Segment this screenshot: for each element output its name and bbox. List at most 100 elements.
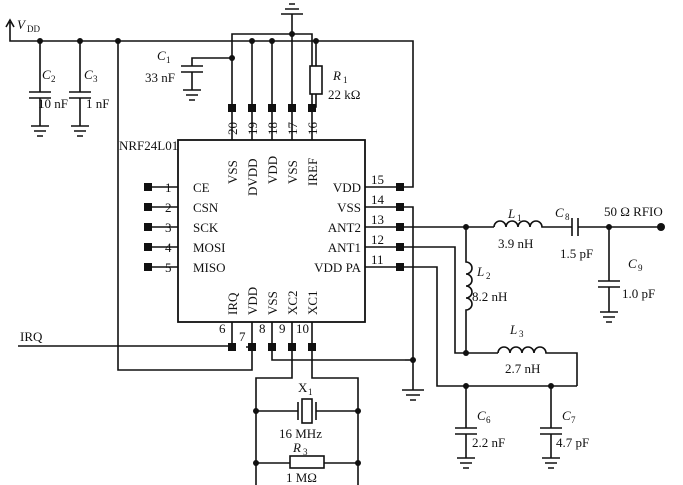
pin14-num: 14 xyxy=(371,192,385,207)
pin13-num: 13 xyxy=(371,212,384,227)
c8-ref: C xyxy=(555,205,564,220)
c1-ref-sub: 1 xyxy=(166,55,171,65)
top-pins: 20 19 18 17 16 VSS DVDD VDD VSS IREF xyxy=(225,104,320,196)
c9-ref-sub: 9 xyxy=(638,263,643,273)
pin4-num: 4 xyxy=(165,240,172,255)
pin3-name: SCK xyxy=(193,220,219,235)
pin2-num: 2 xyxy=(165,200,172,215)
pin9-num: 9 xyxy=(279,321,286,336)
c6-ref: C xyxy=(477,408,486,423)
c2-ref-sub: 2 xyxy=(51,74,56,84)
pin10-name: XC1 xyxy=(305,290,320,315)
left-pins: 1 2 3 4 5 CE CSN SCK MOSI MISO xyxy=(144,180,226,275)
pin11-name: VDD PA xyxy=(314,260,361,275)
pin5-num: 5 xyxy=(165,260,172,275)
pin6-name: IRQ xyxy=(225,292,240,315)
capacitor-c3: C 3 1 nF xyxy=(69,41,109,137)
rfio-label: 50 Ω RFIO xyxy=(604,204,663,219)
c3-ref: C xyxy=(84,67,93,82)
r1-ref-sub: 1 xyxy=(343,75,348,85)
pin2-name: CSN xyxy=(193,200,219,215)
vdd-rail xyxy=(9,38,414,188)
r3-ref: R xyxy=(292,440,301,455)
pin8-name: VSS xyxy=(265,291,280,315)
inductor-l1: L 1 3.9 nH xyxy=(493,206,572,251)
c6-value: 2.2 nF xyxy=(472,435,505,450)
pin16-name: IREF xyxy=(305,158,320,186)
pin4-name: MOSI xyxy=(193,240,226,255)
pin3-num: 3 xyxy=(165,220,172,235)
pin9-name: XC2 xyxy=(285,290,300,315)
pin18-name: VDD xyxy=(265,156,280,184)
pin14-gnd xyxy=(402,206,424,401)
l2-ref: L xyxy=(476,264,484,279)
pin6-num: 6 xyxy=(219,321,226,336)
pin18-num: 18 xyxy=(265,122,280,135)
vdd-label-sub: DD xyxy=(27,24,40,34)
pin8-num: 8 xyxy=(259,321,266,336)
c9-value: 1.0 pF xyxy=(622,286,655,301)
capacitor-c6: C 6 2.2 nF xyxy=(455,386,505,469)
capacitor-c8: C 8 1.5 pF xyxy=(555,205,660,261)
x1-ref: X xyxy=(298,380,308,395)
resistor-r1: R 1 22 kΩ xyxy=(309,38,360,108)
l2-value: 8.2 nH xyxy=(472,289,507,304)
capacitor-c7: C 7 4.7 pF xyxy=(540,386,589,469)
c3-value: 1 nF xyxy=(86,96,109,111)
pin5-name: MISO xyxy=(193,260,226,275)
capacitor-c1: C 1 33 nF xyxy=(145,48,235,101)
rfio-terminal xyxy=(657,223,665,231)
c1-ref: C xyxy=(157,48,166,63)
r1-value: 22 kΩ xyxy=(328,87,360,102)
pin19-name: DVDD xyxy=(245,158,260,196)
pin12-name: ANT1 xyxy=(328,240,361,255)
pin17-name: VSS xyxy=(285,160,300,184)
c1-value: 33 nF xyxy=(145,70,175,85)
l3-ref-sub: 3 xyxy=(519,329,524,339)
crystal-network: X 1 16 MHz R 3 1 MΩ xyxy=(253,347,361,485)
l1-ref-sub: 1 xyxy=(517,213,522,223)
top-vdd-wires xyxy=(251,41,273,107)
pin20-num: 20 xyxy=(225,122,240,135)
l1-ref: L xyxy=(507,206,515,221)
capacitor-c2: C 2 10 nF xyxy=(29,41,68,137)
pin15-num: 15 xyxy=(371,172,384,187)
x1-ref-sub: 1 xyxy=(308,387,313,397)
l1-value: 3.9 nH xyxy=(498,236,533,251)
capacitor-c9: C 9 1.0 pF xyxy=(598,227,655,323)
c9-ref: C xyxy=(628,256,637,271)
pin12-num: 12 xyxy=(371,232,384,247)
pin15-name: VDD xyxy=(333,180,361,195)
vdd-symbol: V DD xyxy=(5,17,40,38)
l2-ref-sub: 2 xyxy=(486,271,491,281)
r1-ref: R xyxy=(332,68,341,83)
l3-value: 2.7 nH xyxy=(505,361,540,376)
vddpa-wire xyxy=(404,266,577,387)
pin13-name: ANT2 xyxy=(328,220,361,235)
inductor-l2: L 2 8.2 nH xyxy=(465,227,507,353)
pin17-num: 17 xyxy=(285,122,300,136)
r3-value: 1 MΩ xyxy=(286,470,317,485)
ant1-wire xyxy=(404,246,498,354)
c7-value: 4.7 pF xyxy=(556,435,589,450)
c3-ref-sub: 3 xyxy=(93,74,98,84)
pin1-name: CE xyxy=(193,180,210,195)
x1-value: 16 MHz xyxy=(279,426,322,441)
pin8-vss-wire xyxy=(271,347,405,361)
vdd-label: V xyxy=(17,17,27,32)
top-gnd xyxy=(281,3,303,107)
top-pin-stubs xyxy=(231,107,313,140)
c7-ref: C xyxy=(562,408,571,423)
c2-ref: C xyxy=(42,67,51,82)
chip-name: NRF24L01 xyxy=(119,138,178,153)
right-pins: 15 14 13 12 11 VDD VSS ANT2 ANT1 VDD PA xyxy=(314,172,404,275)
inductor-l3: L 3 2.7 nH xyxy=(497,322,578,386)
c8-ref-sub: 8 xyxy=(565,212,570,222)
r3-ref-sub: 3 xyxy=(303,447,308,457)
l3-ref: L xyxy=(509,322,517,337)
irq-label: IRQ xyxy=(20,329,43,344)
pin14-name: VSS xyxy=(337,200,361,215)
pin16-num: 16 xyxy=(305,122,320,136)
pin10-num: 10 xyxy=(296,321,309,336)
